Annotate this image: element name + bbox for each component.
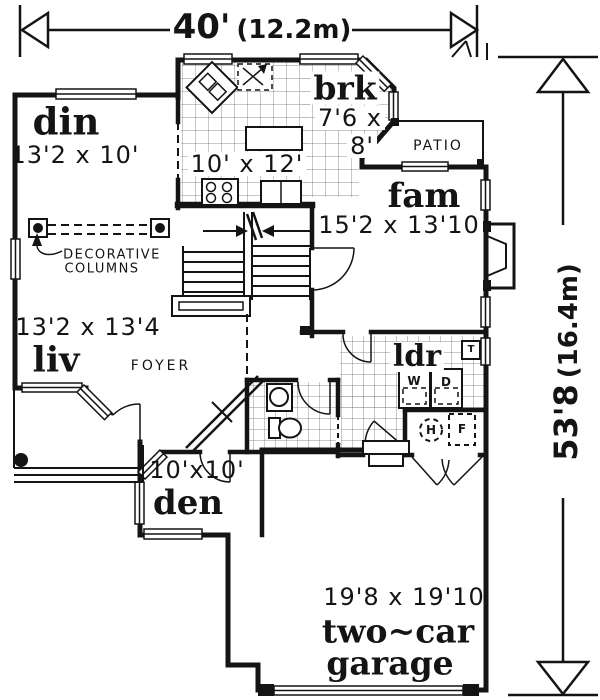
bath-door bbox=[297, 381, 331, 415]
furnace-label: F bbox=[457, 422, 467, 436]
room-size-breakfast-1: 7'6 x bbox=[315, 106, 385, 130]
width-metric: (12.2m) bbox=[236, 15, 352, 45]
height-dimension-label: 53'8 (16.4m) bbox=[547, 263, 585, 461]
garage-step-upper bbox=[362, 440, 410, 455]
garage-step-lower bbox=[368, 453, 404, 467]
decorative-columns bbox=[28, 218, 170, 256]
room-size-breakfast-2: 8' bbox=[347, 134, 377, 158]
decorative-columns-text-1: DECORATIVE bbox=[63, 247, 161, 263]
stair-landing bbox=[171, 295, 251, 317]
laundry-tub-label: T bbox=[467, 344, 475, 355]
room-size-family: 15'2 x 13'10 bbox=[318, 211, 480, 239]
width-dimension-line bbox=[18, 5, 480, 57]
kitchen-island bbox=[245, 126, 303, 151]
toilet-bowl bbox=[278, 417, 302, 439]
room-size-den: 10'x10' bbox=[149, 456, 245, 484]
height-dimension-line bbox=[451, 40, 598, 697]
bath-fixtures bbox=[266, 383, 302, 439]
garage-details bbox=[258, 440, 479, 696]
room-label-family: fam bbox=[387, 176, 461, 216]
width-imperial: 40' bbox=[172, 7, 231, 47]
room-label-laundry: ldr bbox=[389, 342, 445, 372]
stair-family-door bbox=[311, 247, 355, 291]
room-size-garage: 19'8 x 19'10 bbox=[323, 583, 485, 611]
kitchen-fixtures bbox=[185, 60, 303, 206]
den-door bbox=[199, 451, 231, 483]
laundry-tub-box bbox=[461, 340, 481, 360]
water-heater-label: H bbox=[425, 423, 437, 437]
doors bbox=[112, 247, 483, 486]
decorative-columns-text-2: COLUMNS bbox=[64, 261, 140, 277]
room-size-kitchen: 10' x 12' bbox=[187, 152, 307, 176]
family-hall-door bbox=[342, 333, 372, 363]
room-label-garage-1: two~car bbox=[321, 611, 475, 651]
furnace-box bbox=[448, 413, 476, 446]
height-metric: (16.4m) bbox=[554, 263, 584, 379]
patio-outline bbox=[391, 118, 484, 167]
room-label-garage-2: garage bbox=[326, 643, 454, 683]
room-label-living: liv bbox=[32, 339, 80, 381]
washer-label: W bbox=[407, 374, 421, 388]
room-label-patio: PATIO bbox=[413, 138, 463, 154]
room-label-breakfast: brk bbox=[310, 71, 380, 105]
height-imperial: 53'8 bbox=[547, 384, 585, 461]
front-porch bbox=[13, 390, 144, 483]
stairs bbox=[171, 211, 311, 396]
room-size-living: 13'2 x 13'4 bbox=[15, 313, 161, 341]
room-label-foyer: FOYER bbox=[130, 358, 192, 374]
width-dimension-label: 40' (12.2m) bbox=[173, 10, 352, 44]
fireplace bbox=[483, 221, 516, 291]
porch-column bbox=[14, 453, 28, 467]
dryer-label: D bbox=[441, 375, 451, 389]
room-size-dining: 13'2 x 10' bbox=[10, 141, 140, 169]
water-heater-circle bbox=[419, 418, 443, 442]
front-door bbox=[112, 403, 141, 442]
laundry-fixtures bbox=[398, 340, 481, 446]
room-label-den: den bbox=[152, 483, 224, 523]
corner-sink bbox=[185, 60, 239, 115]
room-label-dining: din bbox=[32, 99, 100, 144]
garage-double-doors bbox=[411, 456, 483, 486]
